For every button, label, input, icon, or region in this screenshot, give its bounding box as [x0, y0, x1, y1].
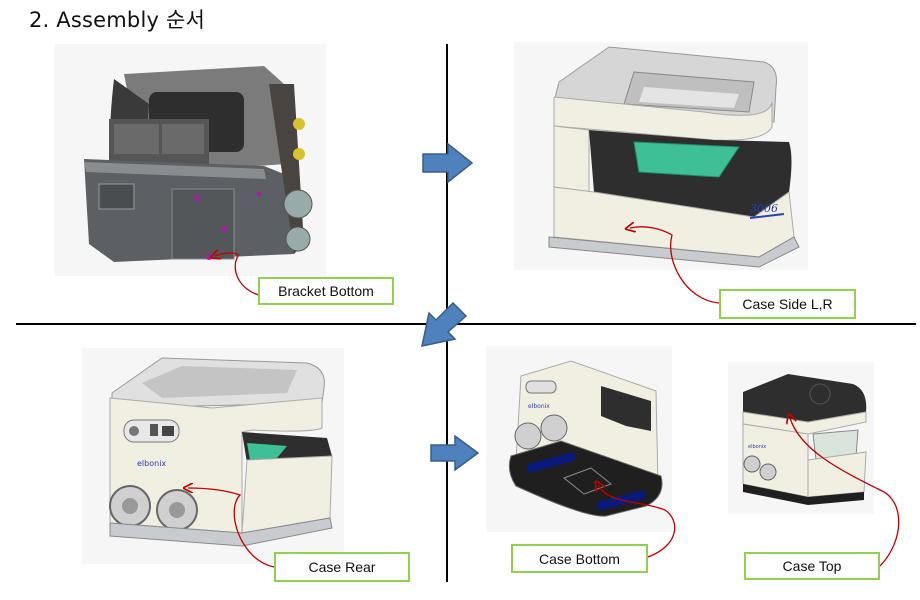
step-label-case-top: Case Top — [744, 552, 880, 580]
flow-arrow-right-1 — [422, 143, 474, 183]
step-label-case-bottom: Case Bottom — [511, 544, 648, 573]
svg-text:elbonix: elbonix — [748, 444, 766, 450]
case-top-image: elbonix — [728, 362, 874, 514]
horizontal-divider — [16, 323, 916, 325]
svg-text:elbonix: elbonix — [528, 403, 550, 410]
case-side-image: 3006 — [514, 42, 808, 270]
case-bottom-image: elbonix — [486, 346, 672, 532]
svg-text:3006: 3006 — [750, 202, 778, 215]
step-label-bracket-bottom: Bracket Bottom — [258, 277, 394, 305]
step-label-case-rear: Case Rear — [274, 552, 410, 582]
slide-title: 2. Assembly 순서 — [29, 8, 206, 32]
case-rear-image: elbonix — [82, 348, 344, 564]
flow-arrow-down-left — [421, 302, 468, 347]
flow-arrow-right-2 — [430, 435, 480, 471]
step-label-case-side: Case Side L,R — [719, 289, 856, 319]
bracket-bottom-image — [54, 44, 326, 276]
svg-text:elbonix: elbonix — [137, 459, 166, 468]
